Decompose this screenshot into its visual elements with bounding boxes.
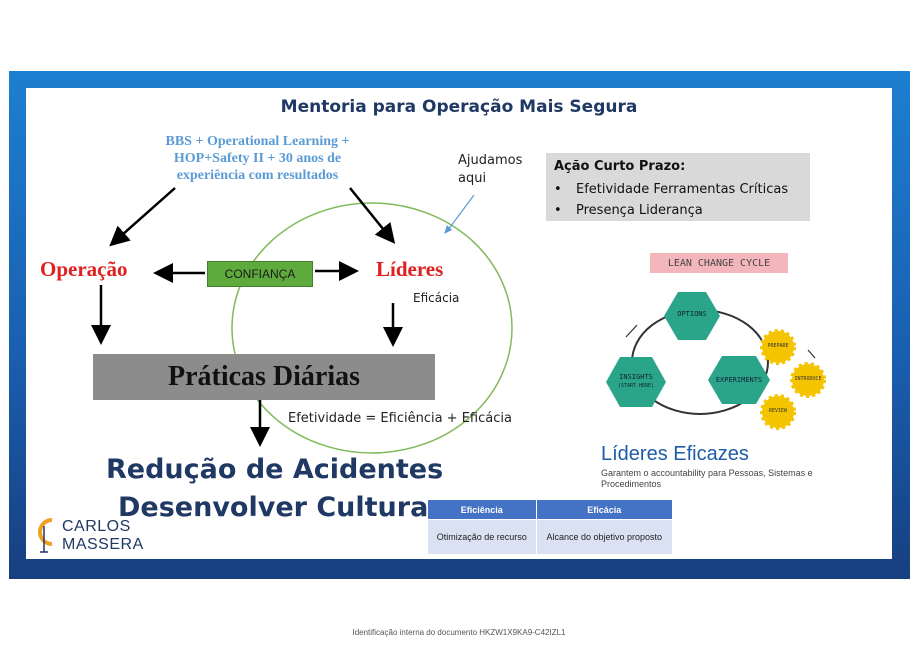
table-cell: Otimização de recurso [428, 520, 537, 555]
introduce-label: INTRODUCE [790, 376, 826, 382]
arrow-to-lideres [350, 188, 392, 240]
logo-text: CARLOS MASSERA [62, 518, 144, 554]
goals: Redução de Acidentes Desenvolver Cultura [106, 451, 443, 527]
eficacia-label: Eficácia [413, 291, 459, 305]
reducao-text: Redução de Acidentes [106, 451, 443, 489]
slide-title: Mentoria para Operação Mais Segura [0, 97, 918, 117]
insights-label: INSIGHTS [606, 373, 666, 381]
table-row: Otimização de recurso Alcance do objetiv… [428, 520, 673, 555]
acao-item: Presença Liderança [554, 200, 788, 221]
confianca-box: CONFIANÇA [207, 261, 313, 287]
table-header: Eficácia [536, 500, 673, 520]
efetividade-label: Efetividade = Eficiência + Eficácia [288, 411, 512, 426]
lideres-eficazes-title: Líderes Eficazes [601, 443, 749, 466]
help-text: Ajudamos aqui [458, 152, 538, 188]
table-cell: Alcance do objetivo proposto [536, 520, 673, 555]
insights-sub-label: (START HERE) [606, 383, 666, 389]
arrow-to-operacao [113, 188, 175, 243]
lideres-eficazes-subtitle: Garantem o accountability para Pessoas, … [601, 468, 859, 490]
arrow-help [448, 195, 474, 230]
bbs-text: BBS + Operational Learning + HOP+Safety … [150, 133, 365, 184]
acao-heading: Ação Curto Prazo: [554, 159, 685, 174]
document-footer: Identificação interna do documento HKZW1… [0, 628, 918, 637]
table-header: Eficiência [428, 500, 537, 520]
experiments-label: EXPERIMENTS [708, 376, 770, 384]
lean-banner: LEAN CHANGE CYCLE [650, 253, 788, 273]
operacao-label: Operação [40, 257, 127, 282]
cultura-text: Desenvolver Cultura [106, 489, 443, 527]
logo-line1: CARLOS [62, 518, 144, 536]
acao-box: Ação Curto Prazo: Efetividade Ferramenta… [546, 153, 810, 221]
logo-icon [40, 520, 52, 552]
logo-line2: MASSERA [62, 536, 144, 554]
hex-insights [606, 357, 666, 407]
eficiencia-eficacia-table: Eficiência Eficácia Otimização de recurs… [427, 499, 673, 555]
prepare-label: PREPARE [762, 343, 794, 349]
lideres-label: Líderes [376, 257, 443, 282]
options-label: OPTIONS [664, 310, 720, 318]
acao-item: Efetividade Ferramentas Críticas [554, 179, 788, 200]
praticas-box: Práticas Diárias [93, 354, 435, 400]
review-label: REVIEW [762, 408, 794, 414]
